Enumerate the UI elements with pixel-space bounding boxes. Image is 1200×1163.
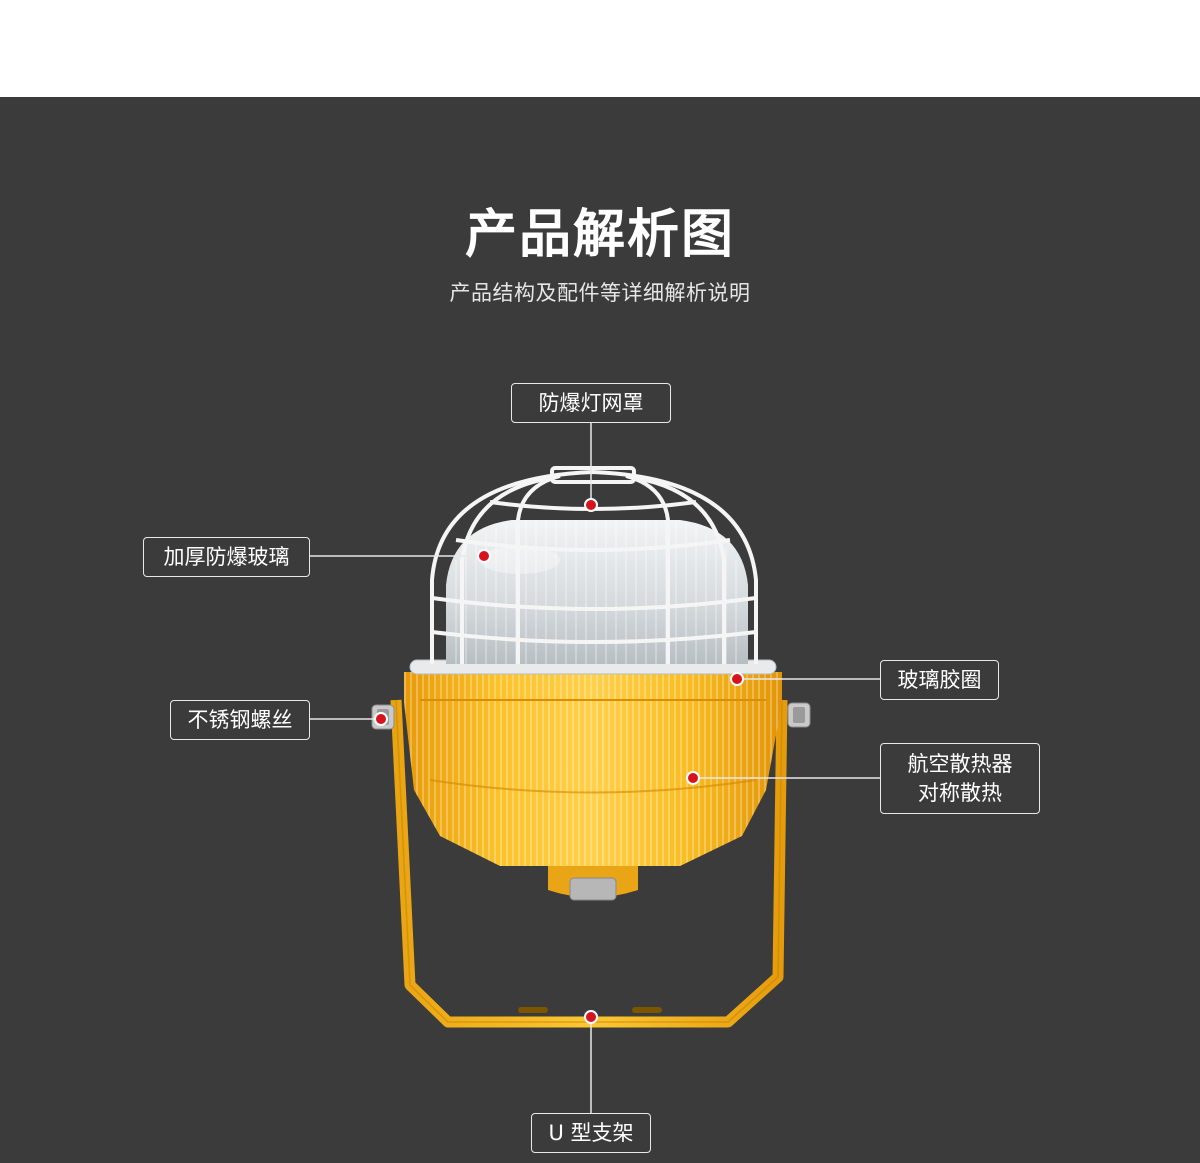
callout-heatsink: 航空散热器 对称散热 [880,743,1040,814]
top-white-strip [0,0,1200,97]
callout-glass-text: 加厚防爆玻璃 [163,544,290,569]
callout-guard-text: 防爆灯网罩 [538,390,644,415]
leader-lines [309,422,880,1113]
heatsink-housing [404,672,782,901]
page-subtitle: 产品结构及配件等详细解析说明 [449,281,751,305]
callout-glass: 加厚防爆玻璃 [143,537,310,577]
callout-bracket-text: U 型支架 [548,1120,634,1145]
guard-cage [430,466,758,664]
callout-screw-text: 不锈钢螺丝 [187,707,293,732]
page-title: 产品解析图 [464,205,735,265]
callout-guard: 防爆灯网罩 [511,383,671,423]
callout-heatsink-line2: 对称散热 [918,780,1002,805]
callout-screw: 不锈钢螺丝 [170,700,310,740]
callout-heatsink-line1: 航空散热器 [907,752,1013,777]
marker-dots [374,498,744,1024]
callout-gasket-text: 玻璃胶圈 [897,667,982,692]
callout-gasket: 玻璃胶圈 [880,660,999,700]
callout-bracket: U 型支架 [531,1113,651,1153]
